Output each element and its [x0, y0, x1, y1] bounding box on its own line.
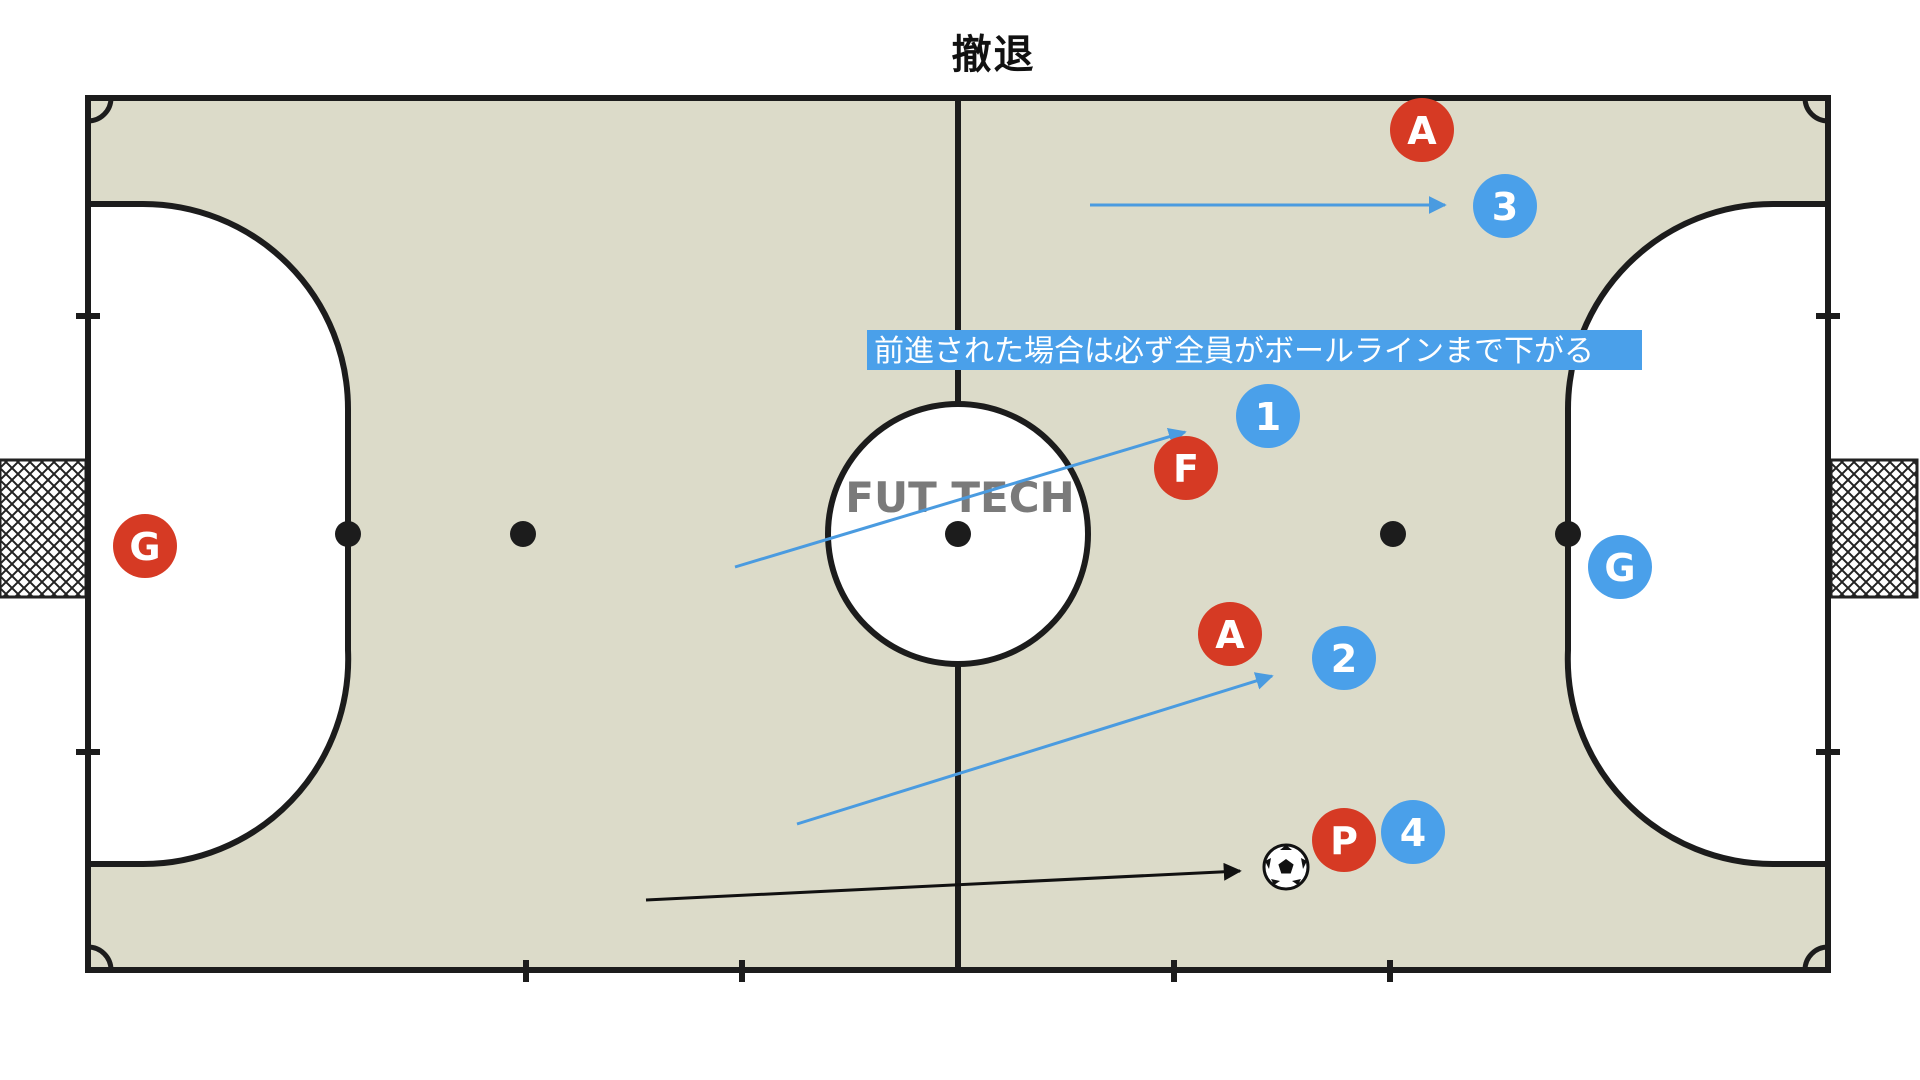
svg-text:G: G [129, 525, 160, 569]
player-blue-3: 3 [1473, 174, 1537, 238]
run-arrow-1 [734, 428, 1187, 569]
corner-arc-bottom-left [87, 944, 114, 971]
svg-text:2: 2 [1331, 637, 1357, 681]
svg-text:4: 4 [1400, 811, 1426, 855]
right-goal-net-icon [1829, 458, 1919, 599]
player-red-p: P [1312, 808, 1376, 872]
run-arrow-2 [796, 672, 1274, 826]
svg-text:F: F [1173, 447, 1199, 491]
player-blue-1: 1 [1236, 384, 1300, 448]
player-blue-goalkeeper: G [1588, 535, 1652, 599]
left-penalty-area [85, 201, 352, 868]
corner-arc-top-right [1802, 97, 1829, 124]
corner-arc-bottom-right [1802, 944, 1829, 971]
watermark-text: FUT TECH [845, 473, 1074, 522]
player-red-a-mid: A [1198, 602, 1262, 666]
instruction-text: 前進された場合は必ず全員がボールラインまで下がる [874, 334, 1594, 369]
corner-arc-top-left [87, 97, 114, 124]
left-goal-net-icon [0, 458, 88, 599]
player-red-f: F [1154, 436, 1218, 500]
svg-text:G: G [1604, 546, 1635, 590]
center-spot [945, 521, 971, 547]
soccer-ball-icon [1262, 843, 1310, 891]
svg-text:A: A [1215, 613, 1245, 657]
instruction-banner [867, 330, 1642, 370]
diagram-title: 撤退 [951, 32, 1036, 78]
left-second-penalty-spot [510, 521, 536, 547]
ball-path-arrow [645, 862, 1242, 902]
svg-text:A: A [1407, 109, 1437, 153]
right-second-penalty-spot [1380, 521, 1406, 547]
player-blue-4: 4 [1381, 800, 1445, 864]
player-red-goalkeeper: G [113, 514, 177, 578]
svg-text:P: P [1330, 819, 1358, 863]
right-penalty-spot [1555, 521, 1581, 547]
svg-text:1: 1 [1255, 395, 1281, 439]
svg-text:3: 3 [1492, 185, 1518, 229]
right-penalty-area [1564, 201, 1831, 868]
left-penalty-spot [335, 521, 361, 547]
player-red-a-top: A [1390, 98, 1454, 162]
player-blue-2: 2 [1312, 626, 1376, 690]
